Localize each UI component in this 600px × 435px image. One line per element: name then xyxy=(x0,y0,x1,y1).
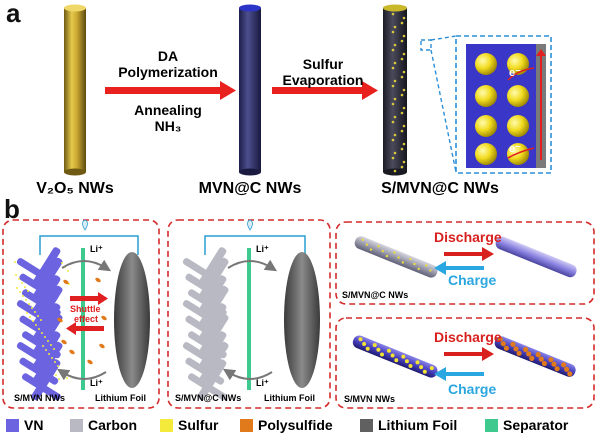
mvn-c-caption: MVN@C NWs xyxy=(198,180,302,197)
legend-swatch xyxy=(160,418,173,432)
legend-item: VN xyxy=(6,417,43,433)
nanowire-rod xyxy=(21,373,61,401)
legend-item: Polysulfide xyxy=(240,417,333,433)
nanowire-rod xyxy=(197,303,227,345)
nanowire-rod xyxy=(197,331,227,373)
legend-swatch xyxy=(240,418,253,432)
li-ion-top-2: Li⁺ xyxy=(256,244,269,254)
box4-charge-label: Charge xyxy=(448,381,497,397)
shuttle-label-2: effect xyxy=(74,314,99,324)
step1-label-4: NH₃ xyxy=(154,118,182,134)
box3-charge-label: Charge xyxy=(448,272,497,288)
li-ion-top-1: Li⁺ xyxy=(90,244,103,254)
sulfur-particle xyxy=(475,53,497,75)
nanowire-rod xyxy=(31,303,61,345)
v2o5-caption: V₂O₅ NWs xyxy=(36,180,114,197)
nanowire-rod xyxy=(31,275,61,317)
legend-label: Lithium Foil xyxy=(378,417,458,433)
step2-label-2: Evaporation xyxy=(282,72,364,88)
li-ion-bottom-2: Li⁺ xyxy=(256,378,269,388)
inset-electron-1: e⁻ xyxy=(509,67,521,79)
nanowire-rod xyxy=(197,359,227,401)
zoom-indicator xyxy=(420,35,457,173)
cell-box-2 xyxy=(167,219,331,409)
legend-swatch xyxy=(70,418,83,432)
polysulfide-particle xyxy=(57,317,63,323)
step2-arrow xyxy=(272,81,378,100)
nanowire-rod xyxy=(31,331,61,373)
charge-box-1 xyxy=(335,221,595,305)
cell1-foil-label: Lithium Foil xyxy=(95,393,146,403)
legend-swatch xyxy=(360,418,373,432)
legend-item: Sulfur xyxy=(160,417,218,433)
nanowire-rod xyxy=(197,247,227,289)
v2o5-nanowire xyxy=(64,4,86,176)
polysulfide-particle xyxy=(87,359,93,365)
nanowire-rod xyxy=(31,247,61,289)
polysulfide-particle xyxy=(99,343,105,349)
legend-item: Lithium Foil xyxy=(360,417,457,433)
sulfur-particle xyxy=(507,115,529,137)
mvn-c-nanowire xyxy=(239,4,261,176)
box3-material-label: S/MVN@C NWs xyxy=(342,290,409,300)
panel-a-letter: a xyxy=(6,0,21,28)
cell2-anode-label: S/MVN@C NWs xyxy=(175,393,242,403)
legend-item: Carbon xyxy=(70,417,137,433)
shuttle-label-1: Shuttle xyxy=(70,304,101,314)
li-ion-bottom-1: Li⁺ xyxy=(90,378,103,388)
polysulfide-particle xyxy=(95,277,101,283)
cell-box-1 xyxy=(2,219,160,409)
box4-material-label: S/MVN NWs xyxy=(344,394,396,404)
box4-discharge-label: Discharge xyxy=(434,329,502,345)
legend-label: Separator xyxy=(503,417,569,433)
nanowire-rod xyxy=(187,373,227,401)
s-mvn-c-caption: S/MVN@C NWs xyxy=(381,180,499,197)
nanowire-rod xyxy=(31,359,61,401)
sulfur-particle xyxy=(475,115,497,137)
step1-label-2: Polymerization xyxy=(118,64,218,80)
legend-label: Sulfur xyxy=(178,417,219,433)
sulfur-particle xyxy=(475,143,497,165)
polysulfide-particle xyxy=(69,349,75,355)
legend-label: VN xyxy=(24,417,44,433)
polysulfide-particle xyxy=(63,279,69,285)
step1-arrow xyxy=(105,81,236,100)
inset-zoom xyxy=(455,35,552,174)
sulfur-particle xyxy=(507,143,529,165)
sulfur-particle xyxy=(475,85,497,107)
step2-label-1: Sulfur xyxy=(302,56,344,72)
legend-label: Polysulfide xyxy=(258,417,333,433)
legend-swatch xyxy=(485,418,498,432)
polysulfide-particle xyxy=(101,315,107,321)
sulfur-particle xyxy=(507,53,529,75)
step1-label-1: DA xyxy=(157,48,179,64)
legend-item: Separator xyxy=(485,417,568,433)
panel-b-letter: b xyxy=(4,194,20,224)
step1-label-3: Annealing xyxy=(134,102,202,118)
box3-discharge-label: Discharge xyxy=(434,229,502,245)
inset-electron-2: e⁻ xyxy=(509,143,521,155)
nanowire-rod xyxy=(197,275,227,317)
legend-swatch xyxy=(6,418,19,432)
charge-box-2 xyxy=(335,317,595,409)
cell1-anode-label: S/MVN NWs xyxy=(14,393,66,403)
sulfur-particle xyxy=(507,85,529,107)
s-mvn-c-nanowire xyxy=(383,4,407,176)
polysulfide-particle xyxy=(61,339,67,345)
cell2-foil-label: Lithium Foil xyxy=(264,393,315,403)
legend-label: Carbon xyxy=(88,417,137,433)
